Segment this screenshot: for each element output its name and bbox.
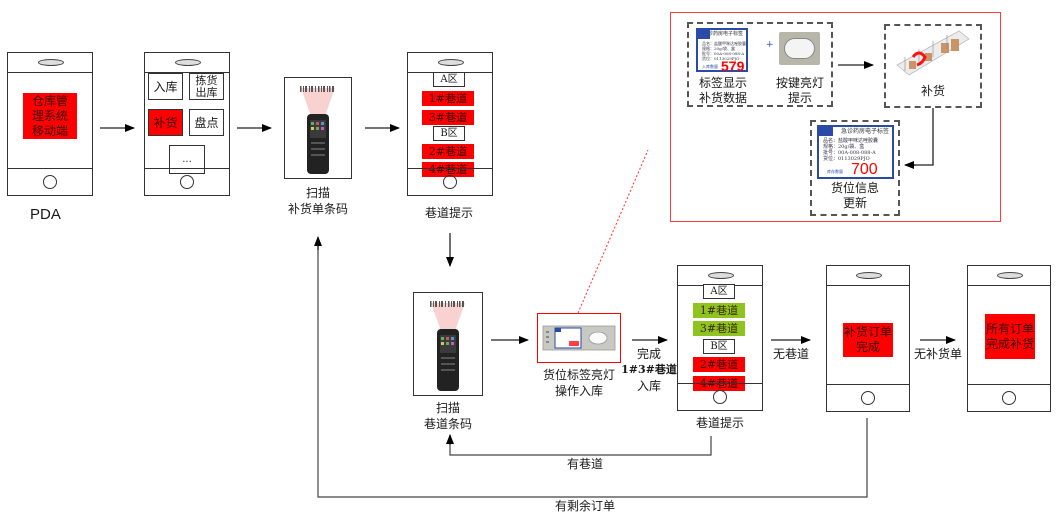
lane-item-done[interactable]: 1#巷道 [693,303,745,318]
phone-bottom-bar [8,168,92,195]
lane-hint-bottom-caption: 巷道提示 [695,416,744,430]
replenish-group [884,24,982,108]
no-lane-label: 无巷道 [772,347,809,361]
remaining-orders-label: 有剩余订单 [554,499,615,513]
arrow-replenish-to-update [913,108,934,166]
warehouse-shelf-icon [895,27,970,79]
device-caption: 货位标签亮灯 操作入库 [542,368,615,398]
lane-item[interactable]: 2#巷道 [422,144,474,159]
speaker-icon [856,272,882,279]
has-lane-label: 有巷道 [566,457,603,471]
menu-more-button[interactable]: ... [169,145,205,174]
scanner-image-lane [413,292,483,396]
light-button-icon [779,32,820,65]
zone-a-label: A区 [433,72,465,87]
menu-stocktake-button[interactable]: 盘点 [189,109,224,136]
phone-home: 仓库管 理系统 移动端 [7,52,93,196]
detail-callout-line [577,149,649,314]
menu-inbound-button[interactable]: 入库 [148,73,183,100]
home-button-icon[interactable] [713,390,727,404]
lane-item[interactable]: 1#巷道 [422,91,474,106]
speaker-icon [997,272,1023,279]
home-button-icon[interactable] [43,175,57,189]
speaker-icon [175,59,201,66]
menu-replenish-button[interactable]: 补货 [148,109,183,136]
scanner-image-order [284,77,352,179]
shelf-label-updated: 急诊药房电子标签 品名：盐酸甲咪达唑胶囊 规格：20g/袋、盒 批号：00A-0… [817,125,894,179]
loop-has-lane [449,436,712,456]
phone-all-complete: 所有订单 完成补货 [967,265,1051,412]
speaker-icon [38,59,64,66]
barcode-scanner-icon [300,86,335,174]
home-button-icon[interactable] [1002,391,1016,405]
scan-order-caption: 扫描 补货单条码 [287,186,348,216]
menu-picking-button[interactable]: 拣货 出库 [189,73,224,100]
home-button-icon[interactable] [443,175,457,189]
replenish-caption: 补货 [920,84,945,98]
phone-lane-hint-top: A区 1#巷道 3#巷道 B区 2#巷道 4#巷道 [407,52,493,196]
phone-menu: 入库 拣货 出库 补货 盘点 ... [144,52,230,196]
zone-b-label: B区 [703,339,735,354]
order-complete-message: 补货订单 完成 [843,323,893,357]
speaker-icon [708,272,734,279]
done-lanes-caption: 完成 1#3#巷道 入库 [621,347,677,393]
barcode-scanner-icon [430,301,465,391]
zone-a-label: A区 [703,284,735,299]
plus-sign: + [766,40,774,50]
pda-label: PDA [30,206,61,223]
tag-and-button-group [687,22,833,107]
loop-remaining-orders [317,240,868,498]
phone-top-bar [8,53,92,73]
lane-item[interactable]: 2#巷道 [693,357,745,372]
app-launcher-tile[interactable]: 仓库管 理系统 移动端 [23,93,77,139]
scan-lane-caption: 扫描 巷道条码 [423,401,472,431]
home-button-icon[interactable] [180,175,194,189]
tag-quantity: 579 [721,58,745,74]
lane-item[interactable]: 3#巷道 [422,110,474,125]
tag-display-caption: 标签显示 补货数据 [698,76,747,105]
light-label-device-frame [537,313,621,363]
update-group [810,120,900,216]
zone-b-label: B区 [433,126,465,141]
detail-panel [670,12,1001,222]
electronic-shelf-label-icon [542,325,616,351]
home-button-icon[interactable] [861,391,875,405]
phone-lane-hint-bottom: A区 1#巷道 3#巷道 B区 2#巷道 4#巷道 [677,265,763,411]
phone-order-complete: 补货订单 完成 [826,265,910,412]
lane-hint-top-caption: 巷道提示 [424,206,473,220]
button-light-caption: 按键亮灯 提示 [775,76,824,105]
tag-quantity: 700 [851,161,878,178]
all-complete-message: 所有订单 完成补货 [985,314,1035,359]
speaker-icon [438,59,464,66]
no-order-label: 无补货单 [913,347,962,361]
lane-item-done[interactable]: 3#巷道 [693,321,745,336]
lane-item[interactable]: 4#巷道 [422,162,474,177]
shelf-label-display: 急诊药房电子标签 品名：盐酸甲咪达唑胶囊 规格：20g/袋、盒 批号：00A-0… [696,28,748,74]
update-caption: 货位信息 更新 [830,181,879,210]
